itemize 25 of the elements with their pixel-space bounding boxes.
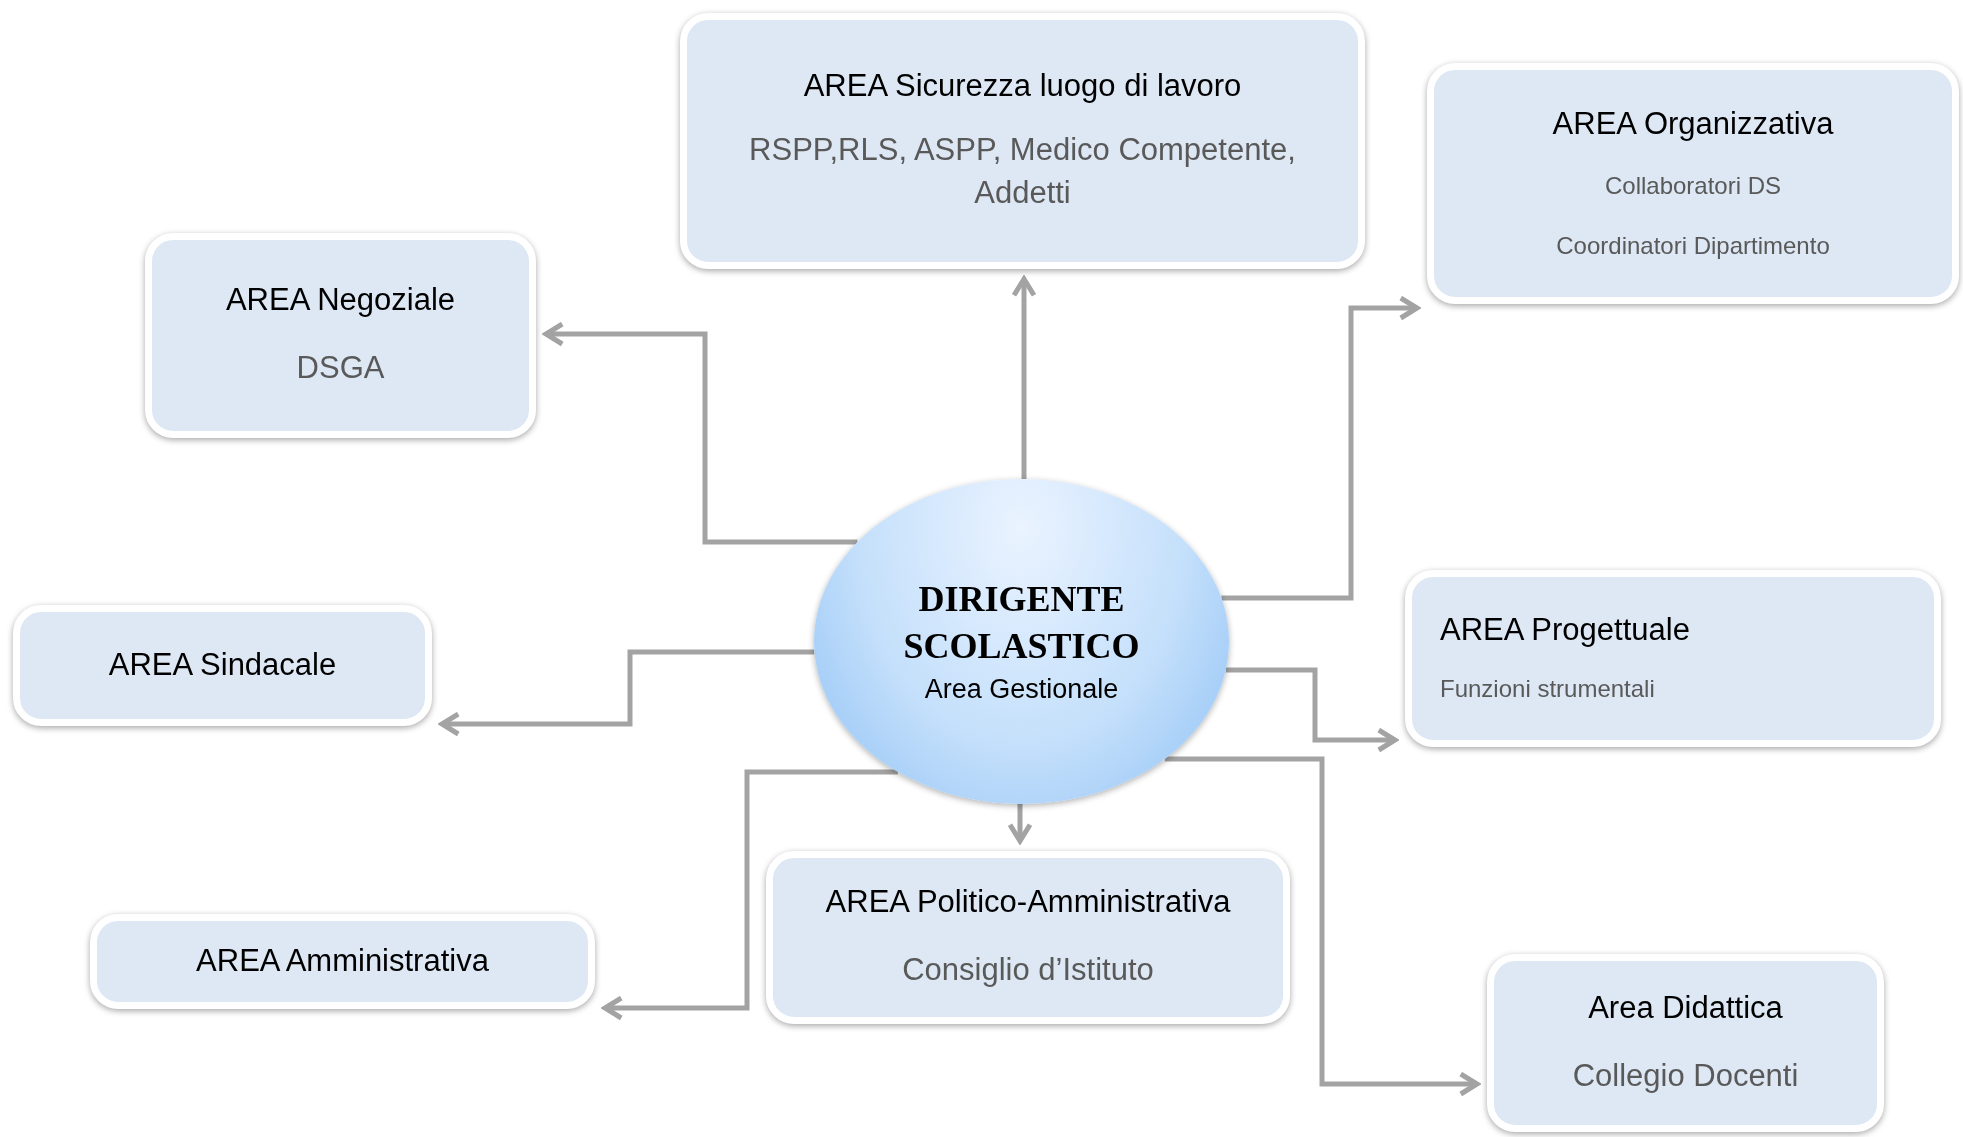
area-title: Area Didattica: [1588, 988, 1783, 1027]
area-title: AREA Organizzativa: [1552, 104, 1834, 143]
area-members: RSPP,RLS, ASPP, Medico Competente, Addetti: [748, 131, 1297, 213]
arrow: [543, 321, 858, 545]
area-title: AREA Politico-Amministrativa: [825, 883, 1231, 922]
area-members: Consiglio d’Istituto: [902, 951, 1154, 990]
area-members: Collaboratori DS: [1604, 171, 1782, 202]
area-members: Funzioni strumentali: [1440, 674, 1655, 705]
arrow: [439, 649, 815, 737]
area-members: Coordinatori Dipartimento: [1556, 230, 1830, 261]
arrow: [1011, 276, 1037, 479]
arrow: [1221, 295, 1420, 601]
arrow: [1225, 667, 1398, 753]
area-title: AREA Sicurezza luogo di lavoro: [803, 67, 1242, 106]
role-title: DIRIGENTE SCOLASTICO: [902, 577, 1141, 668]
arrow: [602, 769, 898, 1021]
area-members: Collegio Docenti: [1572, 1056, 1799, 1095]
area-title: AREA Progettuale: [1440, 611, 1690, 650]
area-title: AREA Sindacale: [108, 646, 337, 685]
area-title: AREA Negoziale: [225, 281, 456, 320]
role-subtitle: Area Gestionale: [924, 673, 1119, 707]
arrow: [1164, 756, 1480, 1097]
area-title: AREA Amministrativa: [196, 942, 489, 981]
arrow: [1007, 804, 1033, 844]
area-members: DSGA: [296, 349, 385, 388]
